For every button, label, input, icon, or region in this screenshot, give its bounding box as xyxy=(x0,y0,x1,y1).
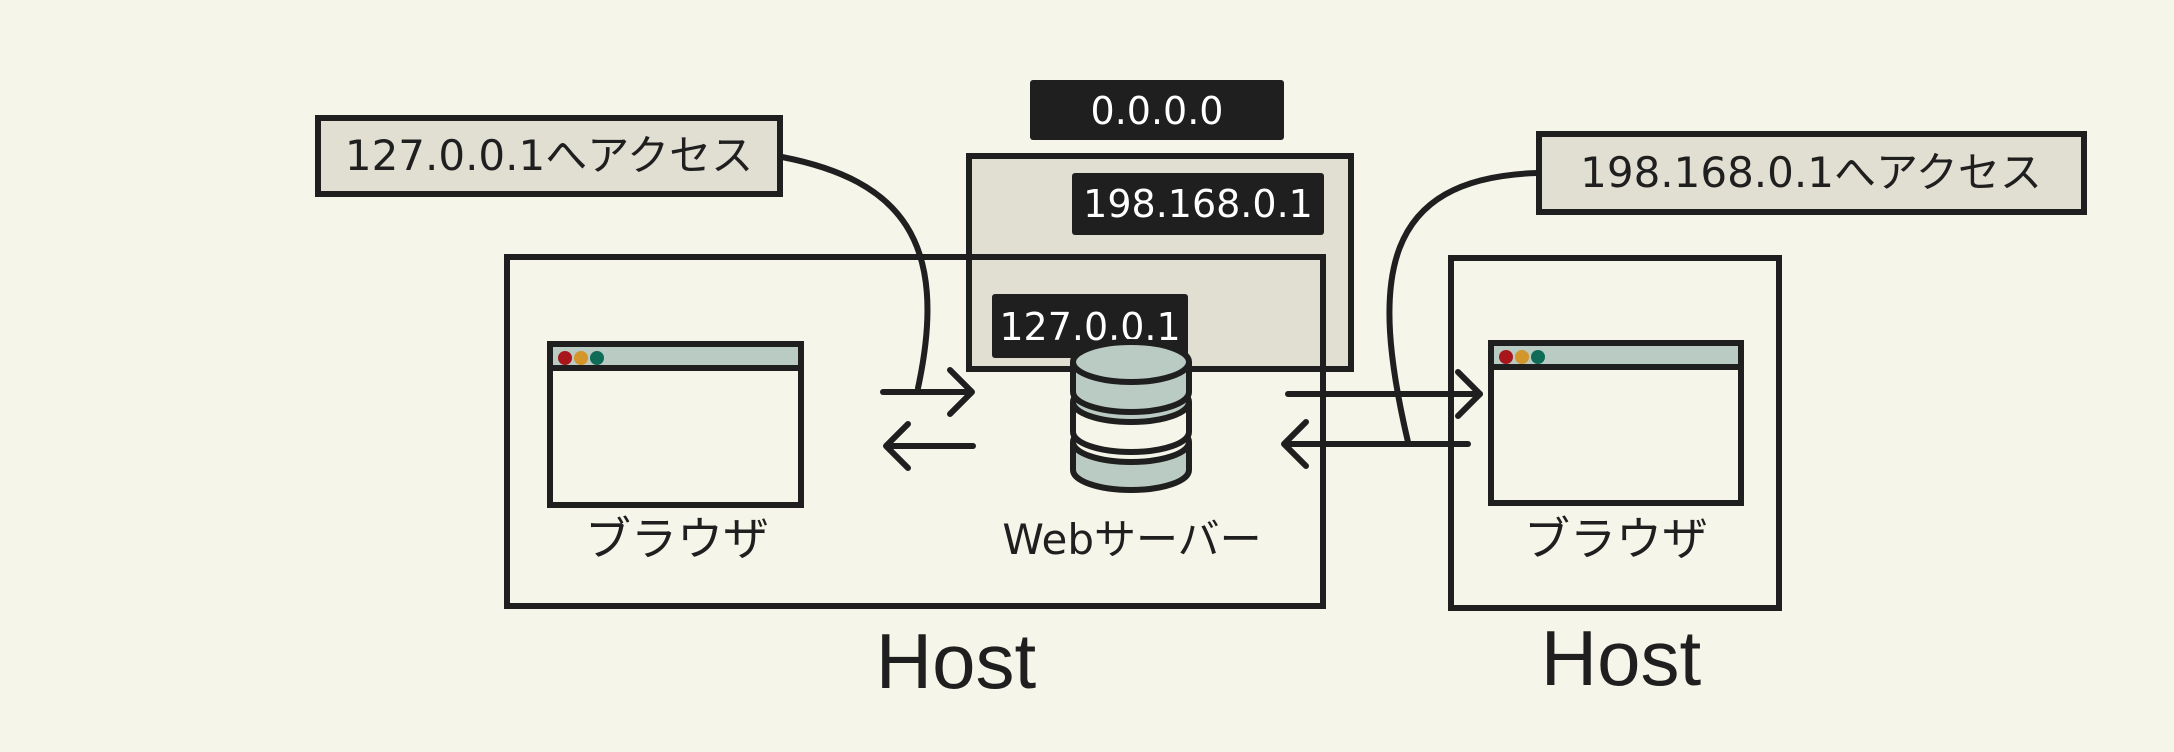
right-response-arrow-icon xyxy=(1285,369,1483,419)
tag-all-interfaces: 0.0.0.0 xyxy=(1030,80,1284,140)
right-connector-curve xyxy=(1386,170,1540,445)
right-host-box xyxy=(1448,255,1782,611)
left-response-arrow-icon xyxy=(883,421,976,471)
web-server-caption: Webサーバー xyxy=(1002,515,1261,564)
tag-all-interfaces-text: 0.0.0.0 xyxy=(1091,89,1224,133)
right-access-label-text: 198.168.0.1へアクセス xyxy=(1580,148,2042,197)
left-access-label: 127.0.0.1へアクセス xyxy=(315,115,783,197)
database-server-icon xyxy=(1070,339,1192,493)
right-access-label: 198.168.0.1へアクセス xyxy=(1536,131,2087,215)
tag-lan-ip-text: 198.168.0.1 xyxy=(1083,182,1313,226)
tag-lan-ip: 198.168.0.1 xyxy=(1072,173,1324,235)
left-browser-caption: ブラウザ xyxy=(585,512,769,566)
left-host-title: Host xyxy=(876,617,1037,705)
right-browser-window-icon xyxy=(1488,340,1744,506)
left-host-box xyxy=(504,254,1326,609)
right-host-title: Host xyxy=(1541,614,1702,702)
left-request-arrow-icon xyxy=(880,367,975,417)
left-browser-window-icon xyxy=(547,341,804,508)
left-connector-curve xyxy=(779,154,931,391)
right-request-arrow-icon xyxy=(1281,419,1471,469)
left-access-label-text: 127.0.0.1へアクセス xyxy=(345,131,753,180)
right-browser-caption: ブラウザ xyxy=(1524,512,1708,566)
